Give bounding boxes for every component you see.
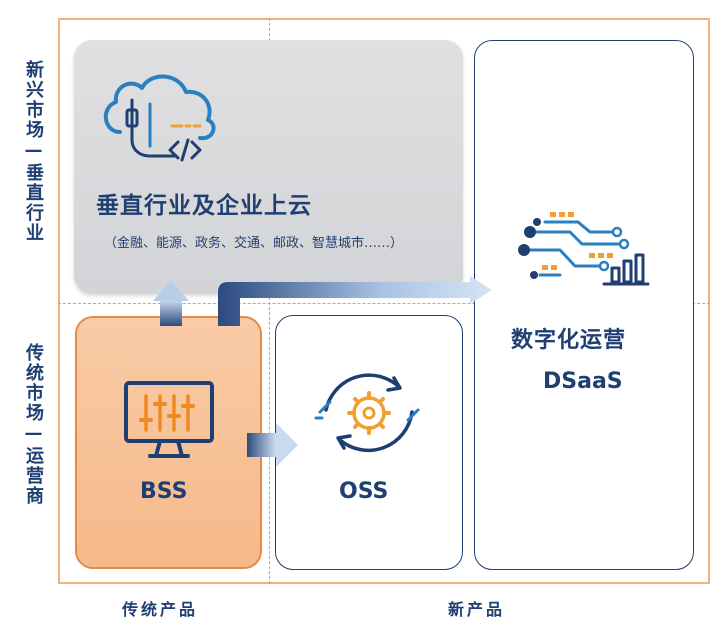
dsaas-title: 数字化运营 [511,328,627,353]
quadrant-frame [58,18,710,584]
cloud-code-icon [104,74,216,162]
dsaas-quadrant-card [474,40,694,570]
cloud-quadrant-subtitle: （金融、能源、政务、交通、邮政、智慧城市……） [104,236,404,251]
cloud-quadrant-card [74,40,463,294]
vertical-divider [269,18,270,584]
x-axis-label-traditional-product: 传统产品 [122,600,199,619]
y-axis-label-emerging-market: 新兴市场—垂直行业 [23,60,44,243]
cloud-quadrant-title: 垂直行业及企业上云 [96,193,312,219]
y-axis-label-traditional-market: 传统市场—运营商 [23,343,44,506]
data-circuit-chart-icon [518,212,650,286]
bss-to-cloud-arrow [153,280,189,326]
x-axis-label-new-product: 新产品 [448,600,506,619]
oss-quadrant-card [275,315,463,570]
gear-refresh-icon [314,373,420,453]
monitor-sliders-icon [124,381,214,458]
dsaas-subtitle: DSaaS [543,369,623,394]
bss-to-oss-arrow [247,423,298,467]
bss-label: BSS [140,479,188,504]
oss-label: OSS [339,479,389,504]
bss-to-dsaas-arrow [218,276,492,326]
horizontal-divider [58,303,710,304]
